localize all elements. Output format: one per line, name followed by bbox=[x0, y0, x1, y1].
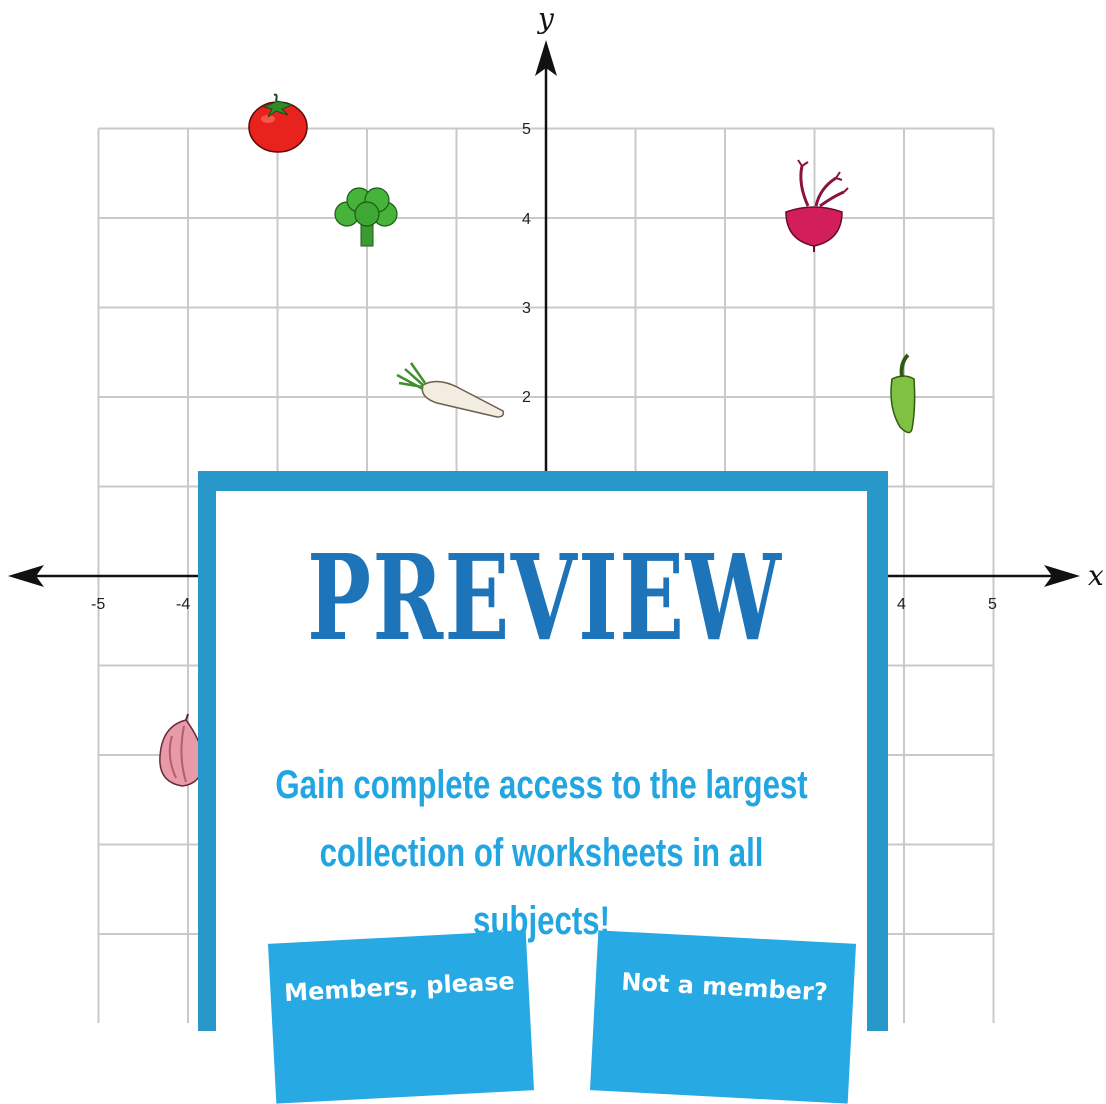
pepper-icon bbox=[890, 353, 916, 434]
members-login-button[interactable]: Members, please bbox=[267, 930, 535, 1104]
preview-card: PREVIEW Gain complete access to the larg… bbox=[198, 471, 888, 1104]
x-axis-name: x bbox=[1088, 559, 1104, 592]
join-button[interactable]: Not a member? bbox=[589, 930, 857, 1104]
y-axis-name: y bbox=[536, 2, 555, 35]
x-tick-label: -4 bbox=[176, 596, 190, 613]
x-tick-label: 5 bbox=[988, 596, 997, 613]
preview-title: PREVIEW bbox=[307, 528, 783, 667]
preview-subtitle-line-2: collection of worksheets in all subjects… bbox=[319, 831, 764, 943]
y-tick-label: 2 bbox=[522, 389, 531, 406]
broccoli-icon bbox=[334, 187, 398, 247]
preview-panel: PREVIEW Gain complete access to the larg… bbox=[216, 491, 867, 1104]
tick-labels: -5 -4 4 5 2 3 4 5 bbox=[91, 121, 997, 613]
x-axis-left-arrow bbox=[8, 565, 44, 587]
preview-subtitle: Gain complete access to the largest coll… bbox=[275, 751, 808, 955]
preview-subtitle-line-1: Gain complete access to the largest bbox=[275, 763, 808, 807]
beetroot-icon bbox=[785, 159, 849, 252]
y-tick-label: 4 bbox=[522, 211, 531, 228]
x-tick-label: 4 bbox=[897, 596, 906, 613]
tomato-icon bbox=[248, 93, 308, 153]
x-tick-label: -5 bbox=[91, 596, 105, 613]
radish-icon bbox=[396, 362, 505, 418]
y-tick-label: 5 bbox=[522, 121, 531, 138]
y-tick-label: 3 bbox=[522, 300, 531, 317]
x-axis-right-arrow bbox=[1044, 565, 1080, 587]
y-axis-up-arrow bbox=[535, 40, 557, 76]
